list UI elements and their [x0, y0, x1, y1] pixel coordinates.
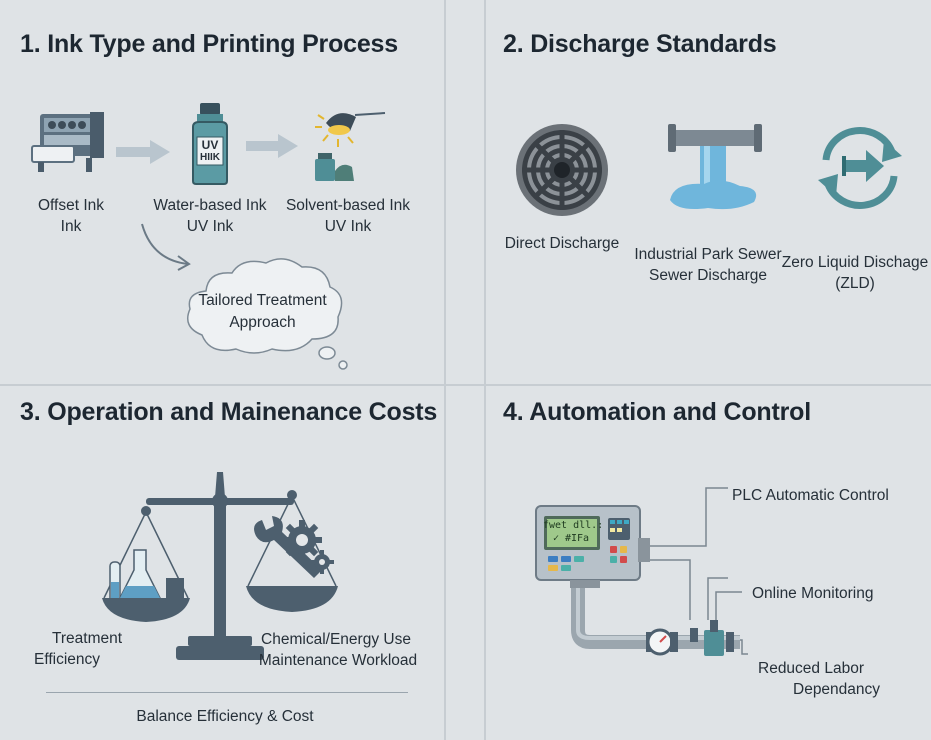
cloud-label: Tailored Treatment [198, 292, 327, 309]
offset-ink-label: Offset Ink [37, 197, 105, 214]
zld-label-2: (ZLD) [835, 275, 875, 292]
panel3-title: 3. Operation and Mainenance Costs [20, 398, 438, 426]
vertical-divider-right [484, 0, 486, 740]
water-ink-label-2: UV Ink [186, 218, 234, 235]
online-monitoring-label: Online Monitoring [752, 585, 874, 602]
footer-rule [46, 692, 408, 693]
panel1-title: 1. Ink Type and Printing Process [20, 30, 398, 58]
sewer-discharge-label: Industrial Park Sewer [634, 246, 782, 263]
plc-control-panel-icon [535, 487, 748, 656]
ink-bottle-icon [192, 103, 228, 185]
balance-scale-icon [102, 472, 338, 660]
reduced-labor-label-2: Dependancy [793, 681, 881, 698]
maintenance-workload-label: Maintenance Workload [258, 652, 418, 669]
offset-ink-label-2: Ink [60, 218, 82, 235]
balance-footer-label: Balance Efficiency & Cost [136, 708, 314, 725]
bottle-label-ink: HIIK [200, 152, 220, 163]
drain-grate-icon [516, 124, 608, 216]
panel2-title: 2. Discharge Standards [503, 30, 777, 58]
arrow-right-icon [116, 140, 170, 164]
zld-label: Zero Liquid Dischage [781, 254, 929, 271]
uv-lamp-icon [315, 112, 386, 181]
offset-press-icon [31, 112, 104, 172]
chemical-energy-label: Chemical/Energy Use [261, 631, 411, 648]
cloud-label-2: Approach [229, 314, 296, 331]
treatment-efficiency-label-2: Efficiency [34, 651, 101, 668]
water-ink-label: Water-based Ink [153, 197, 267, 214]
solvent-ink-label-2: UV Ink [324, 218, 372, 235]
solvent-ink-label: Solvent-based Ink [285, 197, 411, 214]
sewer-discharge-label-2: Sewer Discharge [648, 267, 768, 284]
plc-control-label: PLC Automatic Control [732, 487, 889, 504]
direct-discharge-label: Direct Discharge [504, 235, 620, 252]
plc-screen-text-1: fwet dll.: [543, 520, 604, 531]
arrow-right-icon-2 [246, 134, 298, 158]
plc-screen-text-2: ✓ #IFa [552, 533, 590, 544]
curved-arrow-icon [141, 223, 191, 271]
reduced-labor-label: Reduced Labor [758, 660, 864, 677]
recycle-loop-icon [818, 127, 902, 209]
bottle-label-uv: UV [201, 138, 219, 152]
horizontal-divider [0, 384, 931, 386]
panel4-title: 4. Automation and Control [503, 398, 811, 426]
treatment-efficiency-label: Treatment [52, 630, 123, 647]
sewer-pipe-icon [668, 124, 762, 210]
thought-cloud-icon [187, 258, 348, 370]
vertical-divider-left [444, 0, 446, 740]
